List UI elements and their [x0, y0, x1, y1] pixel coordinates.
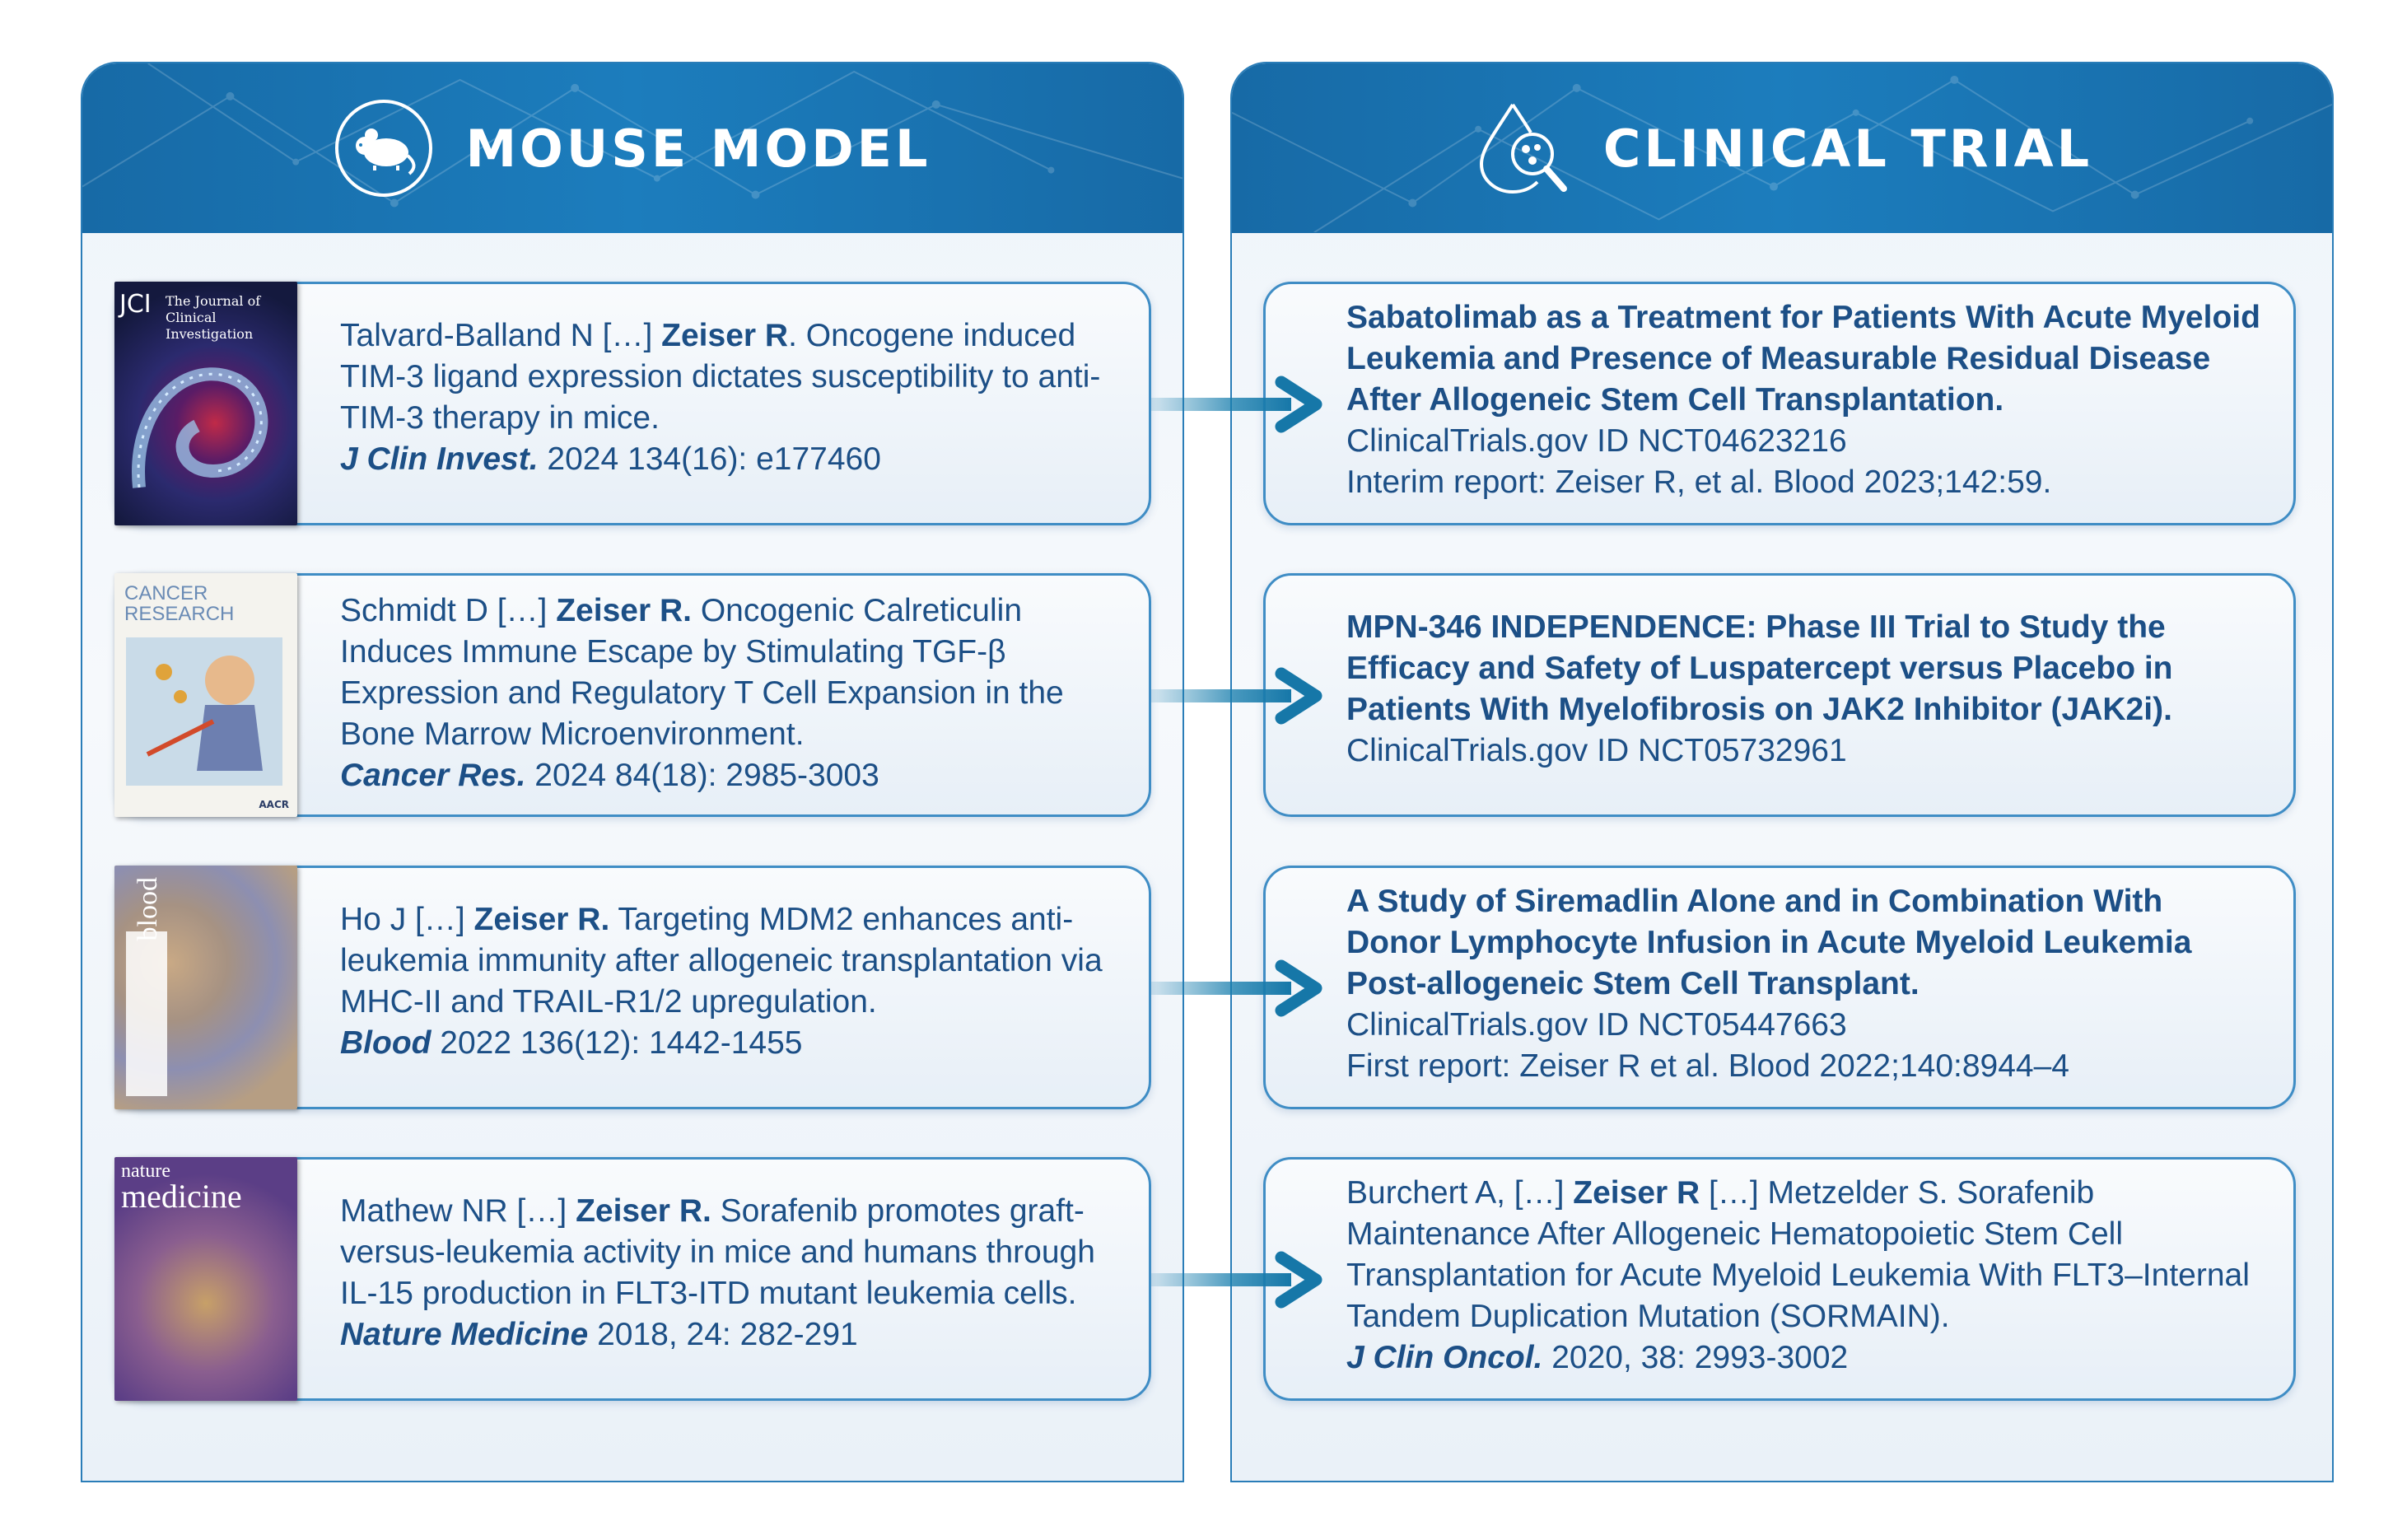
- trial-id: ClinicalTrials.gov ID NCT05447663: [1346, 1007, 1847, 1043]
- blood-drop-magnifier-icon: [1479, 103, 1567, 194]
- network-decoration: [82, 63, 1183, 208]
- journal-cover-nature-medicine: nature medicine: [114, 1157, 297, 1401]
- trial-id: ClinicalTrials.gov ID NCT05732961: [1346, 733, 1847, 768]
- connector-arrow: [1151, 959, 1322, 1017]
- clinical-trial-panel: CLINICAL TRIAL Sabatolimab as a Treatmen…: [1230, 62, 2334, 1482]
- trial-report: First report: Zeiser R et al. Blood 2022…: [1346, 1048, 2069, 1084]
- mouse-model-card[interactable]: blood Ho J […] Zeiser R. Targeting MDM2 …: [114, 866, 1151, 1109]
- clinical-trial-card[interactable]: MPN-346 INDEPENDENCE: Phase III Trial to…: [1263, 573, 2296, 817]
- mouse-model-card[interactable]: nature medicine Mathew NR […] Zeiser R. …: [114, 1157, 1151, 1401]
- journal-cover-cancer-research: CANCER RESEARCH AACR: [114, 573, 297, 817]
- trial-title: MPN-346 INDEPENDENCE: Phase III Trial to…: [1346, 609, 2173, 727]
- mouse-icon: [335, 100, 433, 197]
- clinical-trial-card[interactable]: Sabatolimab as a Treatment for Patients …: [1263, 282, 2296, 525]
- clinical-trial-header: CLINICAL TRIAL: [1232, 63, 2332, 233]
- trial-text: Burchert A, […] Zeiser R […] Metzelder S…: [1346, 1175, 2250, 1375]
- mouse-model-title: MOUSE MODEL: [465, 118, 931, 179]
- reference-text: Schmidt D […] Zeiser R. Oncogenic Calret…: [340, 593, 1064, 793]
- reference-text: Talvard-Balland N […] Zeiser R. Oncogene…: [340, 318, 1101, 477]
- trial-text: MPN-346 INDEPENDENCE: Phase III Trial to…: [1346, 607, 2265, 772]
- trial-text: A Study of Siremadlin Alone and in Combi…: [1346, 881, 2265, 1087]
- clinical-trial-card[interactable]: Burchert A, […] Zeiser R […] Metzelder S…: [1263, 1157, 2296, 1401]
- network-decoration: [1232, 75, 2332, 233]
- mouse-model-header: MOUSE MODEL: [82, 63, 1183, 233]
- trial-id: ClinicalTrials.gov ID NCT04623216: [1346, 423, 1847, 459]
- trial-report: Interim report: Zeiser R, et al. Blood 2…: [1346, 464, 2052, 500]
- reference-text: Ho J […] Zeiser R. Targeting MDM2 enhanc…: [340, 902, 1103, 1061]
- journal-cover-jci: JCI The Journal of Clinical Investigatio…: [114, 282, 297, 525]
- trial-title: A Study of Siremadlin Alone and in Combi…: [1346, 884, 2192, 1001]
- mouse-model-panel: MOUSE MODEL JCI The Journal of Clinical …: [81, 62, 1184, 1482]
- connector-arrow: [1151, 1251, 1322, 1309]
- reference-text: Mathew NR […] Zeiser R. Sorafenib promot…: [340, 1193, 1095, 1352]
- connector-arrow: [1151, 376, 1322, 433]
- clinical-trial-card[interactable]: A Study of Siremadlin Alone and in Combi…: [1263, 866, 2296, 1109]
- journal-cover-blood: blood: [114, 866, 297, 1109]
- trial-title: Sabatolimab as a Treatment for Patients …: [1346, 300, 2260, 418]
- clinical-trial-title: CLINICAL TRIAL: [1602, 118, 2093, 179]
- mouse-model-card[interactable]: CANCER RESEARCH AACR Schmidt D […] Zeise…: [114, 573, 1151, 817]
- connector-arrow: [1151, 667, 1322, 725]
- trial-text: Sabatolimab as a Treatment for Patients …: [1346, 297, 2265, 503]
- mouse-model-card[interactable]: JCI The Journal of Clinical Investigatio…: [114, 282, 1151, 525]
